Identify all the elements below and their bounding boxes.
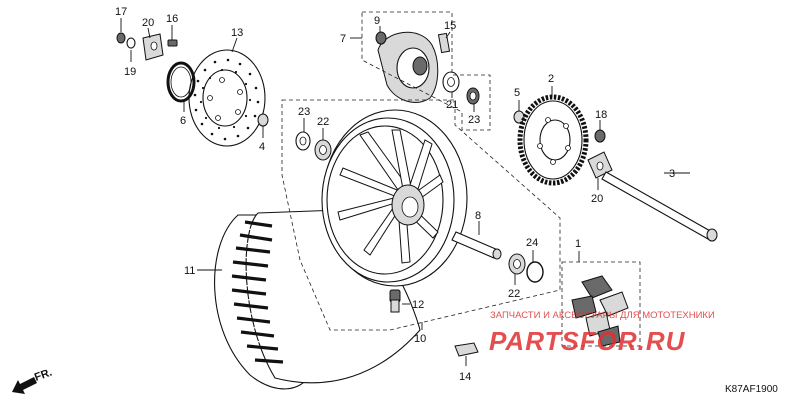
left-bearings-drawing xyxy=(295,131,332,161)
axle-nut-and-plate-drawing xyxy=(587,129,613,179)
callout-14: 14 xyxy=(459,371,471,383)
balance-weight-drawing xyxy=(454,342,479,357)
direction-label: FR. xyxy=(33,366,54,383)
assembly-outlines xyxy=(281,11,641,347)
damper-rubbers-drawing xyxy=(571,275,629,347)
callout-19: 19 xyxy=(124,66,136,78)
valve-stem-drawing xyxy=(389,289,401,313)
callout-5: 5 xyxy=(514,87,520,99)
sprocket-drawing xyxy=(517,94,589,186)
callout-16: 16 xyxy=(166,13,178,25)
callout-9: 9 xyxy=(374,15,380,27)
callout-17: 17 xyxy=(115,6,127,18)
callout-18: 18 xyxy=(595,109,607,121)
callout-22-left: 22 xyxy=(317,116,329,128)
callout-2: 2 xyxy=(548,73,554,85)
wheel-rim-drawing xyxy=(321,109,468,287)
spacer-4-drawing xyxy=(257,113,269,127)
watermark-tagline: ЗАПЧАСТИ И АКСЕССУАРЫ ДЛЯ МОТОТЕХНИКИ xyxy=(490,310,715,321)
watermark-brand: PARTSFOR.RU xyxy=(489,326,686,356)
front-direction-arrow: FR. xyxy=(12,366,54,394)
driven-flange-drawing xyxy=(375,31,480,105)
brake-disc-drawing xyxy=(188,49,266,147)
callout-11-tire: 11 xyxy=(184,265,195,277)
callout-6: 6 xyxy=(180,115,186,127)
callout-7: 7 xyxy=(340,33,346,45)
callout-22-right: 22 xyxy=(508,288,520,300)
collar-5-drawing xyxy=(513,110,525,124)
callout-20-left: 20 xyxy=(142,17,154,29)
callout-12: 12 xyxy=(412,299,424,311)
axle-collar-drawing xyxy=(451,231,502,260)
callout-8: 8 xyxy=(475,210,481,222)
callout-24: 24 xyxy=(526,237,538,249)
axle-drawing xyxy=(601,171,718,242)
callout-3: 3 xyxy=(669,168,675,180)
callout-20-right: 20 xyxy=(591,193,603,205)
callout-23-right: 23 xyxy=(468,114,480,126)
callout-13: 13 xyxy=(231,27,243,39)
callout-4: 4 xyxy=(259,141,265,153)
diagram-code: K87AF1900 xyxy=(725,384,778,395)
watermark: ЗАПЧАСТИ И АКСЕССУАРЫ ДЛЯ МОТОТЕХНИКИ PA… xyxy=(489,310,715,356)
sensor-bracket-drawing xyxy=(116,32,178,61)
callout-1: 1 xyxy=(575,238,581,250)
callout-numbers: 17 20 16 19 13 6 4 7 9 15 11 21 23 23 22… xyxy=(115,6,675,383)
callout-23-left: 23 xyxy=(298,106,310,118)
callout-10: 10 xyxy=(414,333,426,345)
pulser-ring-drawing xyxy=(166,61,196,103)
right-bearing-drawing xyxy=(508,253,544,283)
callout-15: 15 xyxy=(444,20,456,32)
callout-21: 21 xyxy=(446,99,458,111)
leader-lines xyxy=(120,18,690,366)
